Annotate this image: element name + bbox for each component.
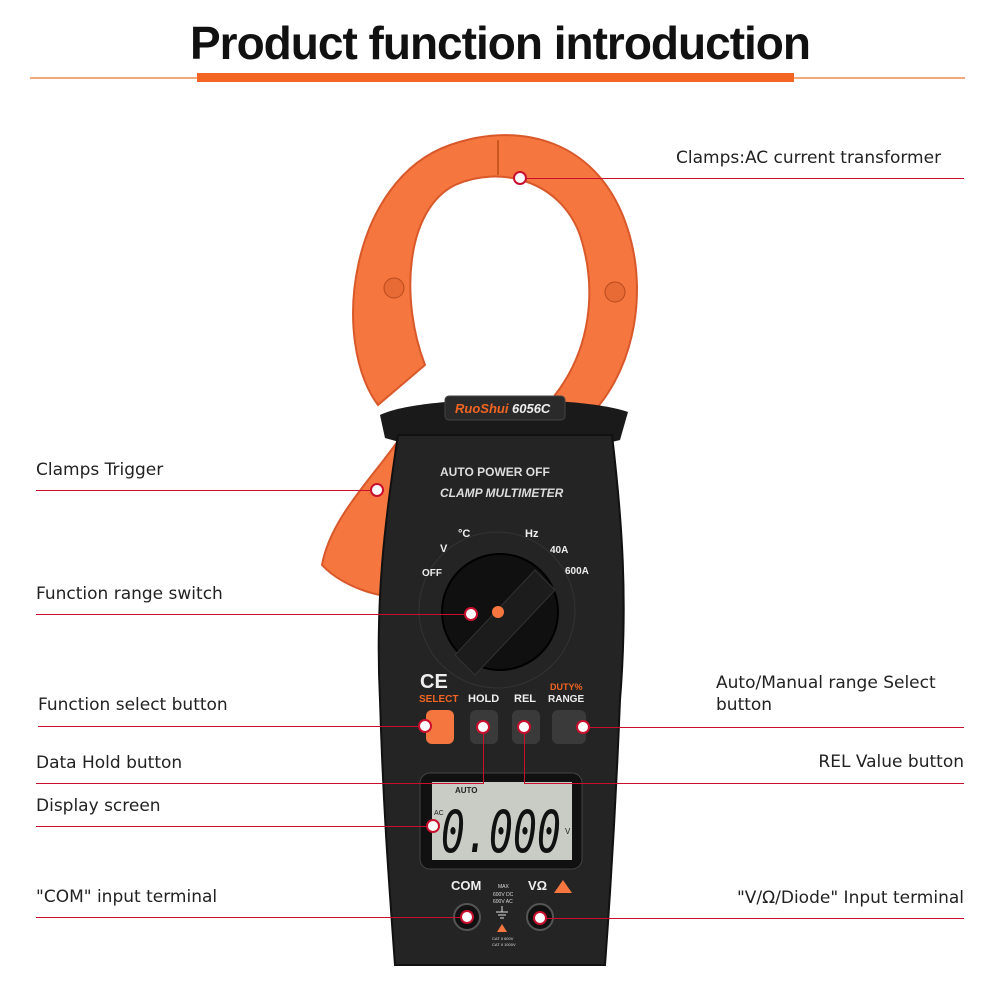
max-line3: 600V AC — [493, 899, 513, 905]
clamp-multimeter-text: CLAMP MULTIMETER — [440, 486, 564, 500]
lcd-screen — [432, 782, 572, 860]
warning-icon — [554, 880, 572, 893]
v-terminal-marker — [533, 911, 547, 925]
select-button-line — [38, 726, 418, 727]
lcd-unit: V — [565, 827, 571, 836]
lcd-auto: AUTO — [455, 786, 478, 795]
v-terminal-line — [547, 918, 964, 919]
select-label: SELECT — [419, 694, 458, 705]
dial-hz-label: Hz — [525, 528, 539, 540]
hold-button-connector — [483, 732, 484, 784]
clamps-marker — [513, 171, 527, 185]
select-button-marker — [418, 719, 432, 733]
trigger-line — [36, 490, 370, 491]
clamps-line — [527, 178, 964, 179]
hold-button-marker — [476, 720, 490, 734]
rel-button-label: REL Value button — [818, 752, 964, 772]
range-switch-marker — [464, 607, 478, 621]
auto-manual-line — [590, 727, 964, 728]
auto-power-off-text: AUTO POWER OFF — [440, 465, 550, 479]
clamps-label: Clamps:AC current transformer — [676, 148, 942, 168]
device-head — [380, 399, 628, 445]
auto-manual-label-line1: Auto/Manual range Select — [716, 673, 936, 693]
max-line2: 600V DC — [493, 892, 514, 898]
dial-40a-label: 40A — [550, 545, 568, 556]
hold-label: HOLD — [468, 693, 499, 705]
trigger-marker — [370, 483, 384, 497]
max-line1: MAX — [498, 884, 510, 890]
display-label: Display screen — [36, 796, 161, 816]
range-label: RANGE — [548, 694, 584, 705]
dial-v-label: V — [440, 543, 448, 555]
cat-warning-icon — [497, 924, 507, 932]
hold-button-line — [36, 783, 483, 784]
range-switch-line — [36, 614, 464, 615]
ground-icon — [496, 906, 508, 919]
lcd-reading: 0.000 — [441, 798, 561, 866]
rel-button-line — [524, 783, 964, 784]
range-switch-label: Function range switch — [36, 584, 223, 604]
rel-label: REL — [514, 693, 536, 705]
v-terminal-label: "V/Ω/Diode" Input terminal — [736, 888, 964, 908]
select-button-label: Function select button — [38, 695, 228, 715]
duty-label: DUTY% — [550, 682, 583, 692]
com-terminal-line — [36, 917, 461, 918]
ce-mark: CE — [420, 671, 448, 693]
rel-button-connector — [524, 732, 525, 784]
com-terminal-marker — [460, 910, 474, 924]
title-accent-bar — [197, 73, 794, 82]
page-title: Product function introduction — [189, 17, 811, 69]
lcd-ac: AC — [434, 810, 444, 817]
hold-button-label: Data Hold button — [36, 753, 183, 773]
display-marker — [426, 819, 440, 833]
display-line — [36, 826, 426, 827]
auto-manual-label-line2: button — [716, 695, 773, 715]
dial-600a-label: 600A — [565, 566, 589, 577]
cat-line2: CAT II 1000V — [492, 942, 516, 947]
rel-button-marker — [517, 720, 531, 734]
range-button — [552, 710, 586, 744]
trigger-label: Clamps Trigger — [36, 460, 164, 480]
model-text: 6056C — [512, 401, 551, 416]
brand-text: RuoShui — [455, 401, 509, 416]
cat-line1: CAT II 600V — [492, 936, 514, 941]
v-ohm-label: VΩ — [528, 878, 547, 893]
dial-off-label: OFF — [422, 568, 442, 579]
com-terminal-label: "COM" input terminal — [36, 887, 218, 907]
com-label: COM — [451, 878, 481, 893]
select-button — [426, 710, 454, 744]
dial-celsius-label: °C — [458, 528, 470, 540]
auto-manual-marker — [576, 720, 590, 734]
